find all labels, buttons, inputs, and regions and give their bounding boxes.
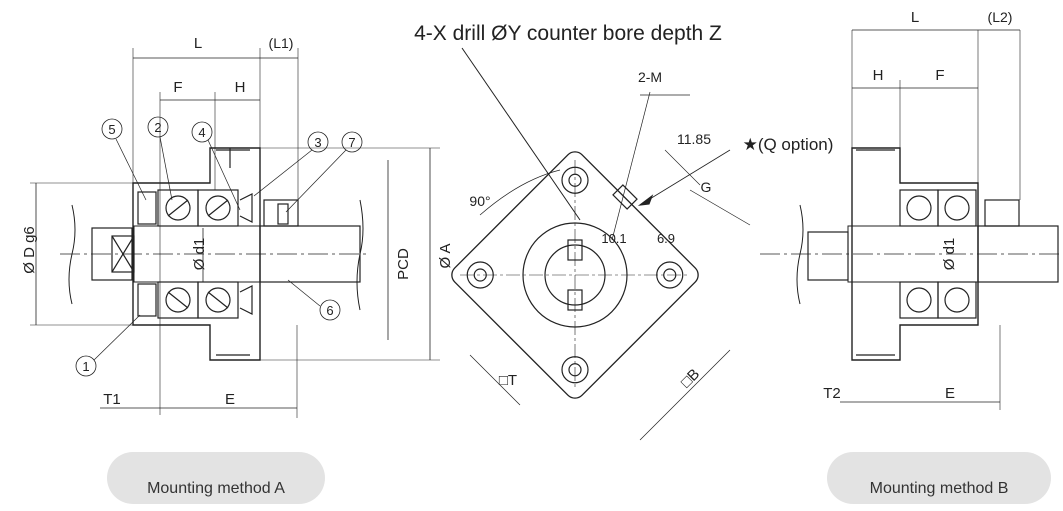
dim-label-E-b: E [945,385,955,402]
dim-label-d1: Ø d1 [191,238,208,271]
caption-mounting-method-b: Mounting method B [827,452,1051,504]
dim-label-F: F [173,79,182,96]
dim-label-d1-b: Ø d1 [941,238,958,271]
dim-label-H-b: H [873,67,884,84]
dim-label-T1: T1 [103,391,121,408]
svg-text:4: 4 [198,125,205,140]
label-10-1: 10.1 [601,231,626,246]
dim-label-A: Ø A [437,243,454,268]
svg-text:3: 3 [314,135,321,150]
dim-label-H: H [235,79,246,96]
shaft-left-end [91,227,133,281]
lock-nut [263,199,299,227]
label-sq-B: □B [678,366,704,392]
dim-label-T2: T2 [823,385,841,402]
svg-text:2: 2 [154,120,161,135]
dim-label-L1: (L1) [269,35,294,51]
balloon-2: 2 [147,116,173,201]
label-90-deg: 90° [469,193,490,209]
dim-label-F-b: F [935,67,944,84]
label-G: G [701,179,712,195]
dim-label-L-b: L [911,9,919,26]
caption-mounting-method-a: Mounting method A [107,452,325,504]
label-6-9: 6.9 [657,231,675,246]
balloon-7: 7 [285,131,363,213]
shaft-break-left [68,204,76,305]
svg-text:1: 1 [82,359,89,374]
lock-nut-b [984,199,1020,227]
label-11-85: 11.85 [677,131,711,147]
svg-text:5: 5 [108,122,115,137]
label-sq-T: □T [499,372,517,389]
title-leader-line [461,47,581,221]
method-a-view: L (L1) F H PCD Ø A Ø D g6 Ø d1 T1 E 1 2 … [21,35,454,418]
balloon-5: 5 [101,118,147,201]
dim-label-L: L [194,35,202,52]
svg-text:6: 6 [326,303,333,318]
q-option-fitting [612,184,638,210]
svg-text:7: 7 [348,135,355,150]
method-b-view: L (L2) H F Ø d1 T2 E [760,9,1060,410]
flange-square [451,151,699,399]
balloon-1: 1 [75,314,141,377]
center-flange-view: 2-M 11.85 ★(Q option) G 90° 10.1 6.9 □T … [451,69,834,441]
balloon-4: 4 [191,121,241,211]
label-2-M: 2-M [638,69,662,85]
balloon-3: 3 [253,131,329,197]
dim-label-L2: (L2) [988,9,1013,25]
balloon-6: 6 [287,279,341,321]
dim-label-E: E [225,391,235,408]
dim-label-PCD: PCD [395,248,412,280]
label-q-option: ★(Q option) [743,135,834,154]
drawing-title: 4-X drill ØY counter bore depth Z [414,22,722,45]
dim-label-D: Ø D g6 [21,226,38,274]
